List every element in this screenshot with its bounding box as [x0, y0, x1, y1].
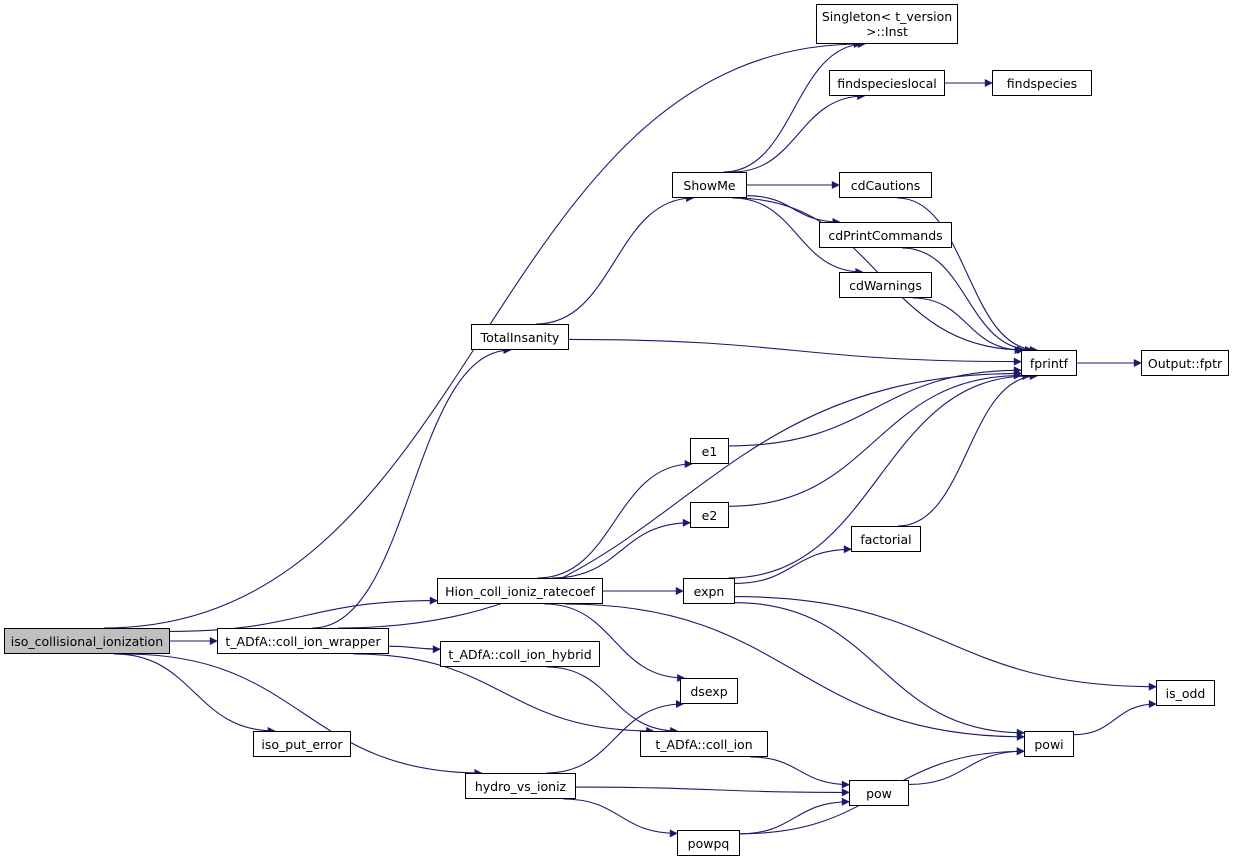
node-label: Output::fptr — [1147, 355, 1223, 371]
node-label: t_ADfA::coll_ion_hybrid — [448, 646, 592, 662]
edge-coll_ion_wrapper-to-totalinsanity — [312, 346, 512, 629]
node-label: findspecieslocal — [837, 75, 937, 91]
node-coll-ion[interactable]: t_ADfA::coll_ion — [640, 731, 768, 757]
node-is-odd[interactable]: is_odd — [1156, 680, 1215, 706]
node-label: cdCautions — [850, 177, 921, 193]
node-coll-ion-hybrid[interactable]: t_ADfA::coll_ion_hybrid — [440, 641, 600, 667]
node-label: findspecies — [1006, 75, 1078, 91]
node-fprintf[interactable]: fprintf — [1021, 350, 1077, 376]
edge-cdprintcommands-to-fprintf — [902, 247, 1034, 354]
node-label: powpq — [687, 835, 730, 851]
edge-coll_ion-to-pow — [750, 756, 850, 789]
node-expn[interactable]: expn — [683, 578, 735, 604]
node-label: t_ADfA::coll_ion_wrapper — [225, 633, 381, 649]
node-cdprintcommands[interactable]: cdPrintCommands — [819, 222, 952, 248]
node-label: is_odd — [1165, 685, 1206, 701]
edge-e2-to-fprintf — [728, 371, 1022, 507]
edge-showme-to-singleton_inst — [723, 40, 866, 173]
edge-iso_collisional_ionization-to-hydro_vs_ioniz — [125, 653, 483, 777]
edge-iso_collisional_ionization-to-iso_put_error — [114, 653, 276, 735]
node-showme[interactable]: ShowMe — [672, 172, 747, 198]
node-powpq[interactable]: powpq — [677, 830, 740, 856]
edge-coll_ion_wrapper-to-coll_ion_hybrid — [388, 645, 441, 654]
node-totalinsanity[interactable]: TotalInsanity — [471, 324, 569, 350]
node-hydro-vs-ioniz[interactable]: hydro_vs_ioniz — [465, 773, 576, 799]
edge-hion-to-e2 — [552, 518, 691, 579]
edge-expn-to-fprintf — [728, 372, 1031, 579]
node-findspecieslocal[interactable]: findspecieslocal — [829, 70, 945, 96]
node-e2[interactable]: e2 — [690, 502, 729, 528]
node-label: dsexp — [690, 683, 728, 699]
node-label: TotalInsanity — [480, 329, 560, 345]
node-label: factorial — [860, 531, 912, 547]
node-label: e2 — [701, 507, 718, 523]
edge-totalinsanity-to-fprintf — [568, 338, 1022, 366]
edge-cdcautions-to-fprintf — [897, 197, 1038, 354]
node-label: ShowMe — [683, 177, 736, 193]
node-label: cdPrintCommands — [828, 227, 943, 243]
edge-showme-to-cdwarnings — [732, 197, 864, 276]
node-label: expn — [693, 583, 725, 599]
node-findspecies[interactable]: findspecies — [992, 70, 1092, 96]
edge-coll_ion_wrapper-to-fprintf — [337, 369, 1022, 629]
node-label: cdWarnings — [849, 277, 922, 293]
node-dsexp[interactable]: dsexp — [680, 678, 738, 704]
edge-hion-to-dsexp — [544, 603, 686, 682]
node-iso-put-error[interactable]: iso_put_error — [253, 731, 351, 757]
node-output-fptr[interactable]: Output::fptr — [1141, 350, 1229, 376]
edge-showme-to-findspecieslocal — [732, 92, 866, 173]
edge-hydro_vs_ioniz-to-pow — [575, 786, 850, 797]
edge-hion-to-e1 — [537, 460, 693, 579]
node-hion-coll-ioniz-ratecoef[interactable]: Hion_coll_ioniz_ratecoef — [437, 578, 603, 604]
node-label: e1 — [701, 443, 718, 459]
node-label: hydro_vs_ioniz — [474, 778, 567, 794]
node-label: pow — [866, 785, 892, 801]
edge-coll_ion_hybrid-to-coll_ion — [546, 666, 679, 735]
edge-expn-to-factorial — [734, 545, 852, 584]
edge-expn-to-powi — [734, 602, 1025, 737]
node-label: powi — [1034, 736, 1064, 752]
node-powi[interactable]: powi — [1024, 731, 1074, 757]
edge-hydro_vs_ioniz-to-powpq — [563, 798, 678, 838]
edge-coll_ion_wrapper-to-coll_ion — [353, 653, 655, 735]
edge-pow-to-powi — [908, 747, 1025, 785]
edge-iso_collisional_ionization-to-hion — [169, 596, 438, 632]
node-label: iso_collisional_ionization — [10, 633, 164, 649]
node-label: t_ADfA::coll_ion — [655, 736, 753, 752]
edge-totalinsanity-to-showme — [536, 194, 695, 325]
edge-powi-to-is_odd — [1073, 700, 1157, 736]
edge-hydro_vs_ioniz-to-dsexp — [546, 700, 684, 774]
edge-cdwarnings-to-fprintf — [912, 297, 1023, 354]
edge-e1-to-fprintf — [728, 366, 1022, 447]
node-pow[interactable]: pow — [849, 780, 909, 806]
node-e1[interactable]: e1 — [690, 438, 729, 464]
node-iso-collisional-ionization[interactable]: iso_collisional_ionization — [4, 628, 170, 654]
edge-expn-to-is_odd — [734, 596, 1157, 691]
node-coll-ion-wrapper[interactable]: t_ADfA::coll_ion_wrapper — [217, 628, 389, 654]
node-cdcautions[interactable]: cdCautions — [839, 172, 932, 198]
node-factorial[interactable]: factorial — [851, 526, 921, 552]
node-singleton-inst[interactable]: Singleton< t_version >::Inst — [816, 4, 958, 44]
node-label: iso_put_error — [261, 736, 343, 752]
node-label: Singleton< t_version >::Inst — [821, 9, 953, 39]
node-cdwarnings[interactable]: cdWarnings — [839, 272, 932, 298]
node-label: fprintf — [1029, 355, 1069, 371]
edge-hion-to-powi — [564, 603, 1025, 741]
edge-factorial-to-fprintf — [897, 372, 1038, 527]
edge-powpq-to-pow — [739, 797, 850, 835]
node-label: Hion_coll_ioniz_ratecoef — [445, 583, 595, 599]
